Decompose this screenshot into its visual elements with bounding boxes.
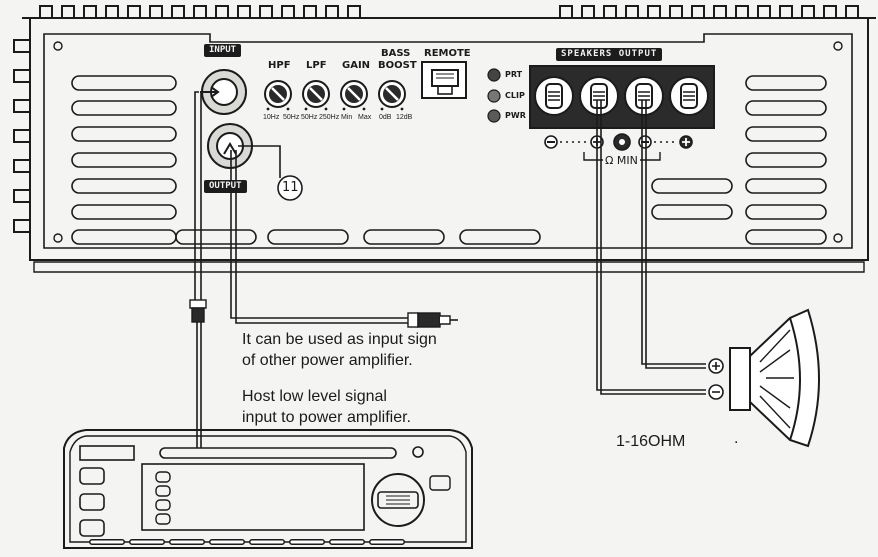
- gain-label: GAIN: [342, 60, 371, 71]
- remote-label: REMOTE: [424, 48, 471, 59]
- gain-max-label: Max: [358, 114, 372, 121]
- clip-led: [487, 89, 501, 103]
- bass-label: BASS: [381, 48, 411, 59]
- input-label: INPUT: [204, 44, 242, 57]
- head-unit-volume-knob: [371, 473, 425, 527]
- output-note-line-2: of other power amplifier.: [242, 352, 413, 369]
- signal-wires: [194, 91, 408, 448]
- bass-min-label: 0dB: [379, 114, 392, 121]
- speakers-output-label: SPEAKERS OUTPUT: [556, 48, 663, 61]
- bass-boost-knob: [378, 80, 406, 108]
- prt-led: [487, 68, 501, 82]
- control-knobs: [264, 80, 406, 111]
- impedance-dot: .: [734, 430, 739, 447]
- callout-number: 11: [282, 180, 299, 195]
- lpf-max-label: 250Hz: [319, 114, 340, 121]
- status-leds: [487, 68, 501, 123]
- output-rca-plug: [407, 312, 458, 328]
- bass-max-label: 12dB: [396, 114, 413, 121]
- gain-knob: [340, 80, 368, 108]
- speaker-terminal-block: [529, 65, 715, 129]
- lpf-min-label: 50Hz: [301, 114, 318, 121]
- ohm-min-label: Ω MIN: [603, 154, 640, 167]
- gain-min-label: Min: [341, 114, 353, 121]
- head-unit-display: [79, 445, 135, 461]
- top-cooling-fins: [39, 5, 859, 18]
- lpf-knob: [302, 80, 330, 108]
- amplifier-outline: [29, 18, 869, 261]
- hpf-label: HPF: [268, 60, 291, 71]
- prt-label: PRT: [505, 70, 523, 79]
- terminal-polarity-row: [544, 133, 693, 161]
- front-panel: [43, 33, 853, 249]
- impedance-label: 1-16OHM: [616, 433, 686, 450]
- pwr-label: PWR: [505, 111, 526, 120]
- head-unit-cd-slot: [159, 447, 397, 459]
- hpf-min-label: 10Hz: [263, 114, 280, 121]
- input-rca-jack: [200, 69, 247, 115]
- clip-label: CLIP: [505, 91, 525, 100]
- input-note-line-2: input to power amplifier.: [242, 409, 411, 426]
- speaker: [708, 308, 820, 448]
- head-unit: [63, 429, 473, 549]
- output-label: OUTPUT: [204, 180, 247, 193]
- boost-label: BOOST: [378, 60, 417, 71]
- left-cooling-fins: [13, 39, 30, 233]
- remote-port: [421, 61, 467, 99]
- output-rca-jack: [207, 123, 281, 178]
- lpf-label: LPF: [306, 60, 327, 71]
- speaker-wires: [596, 100, 706, 395]
- callout-circle: [277, 175, 303, 201]
- input-rca-plug: [189, 299, 207, 323]
- input-note-line-1: Host low level signal: [242, 388, 387, 405]
- head-unit-panel: [141, 463, 365, 531]
- output-note-line-1: It can be used as input sign: [242, 331, 437, 348]
- hpf-max-label: 50Hz: [283, 114, 300, 121]
- pwr-led: [487, 109, 501, 123]
- hpf-knob: [264, 80, 292, 108]
- vent-slots: [71, 75, 827, 245]
